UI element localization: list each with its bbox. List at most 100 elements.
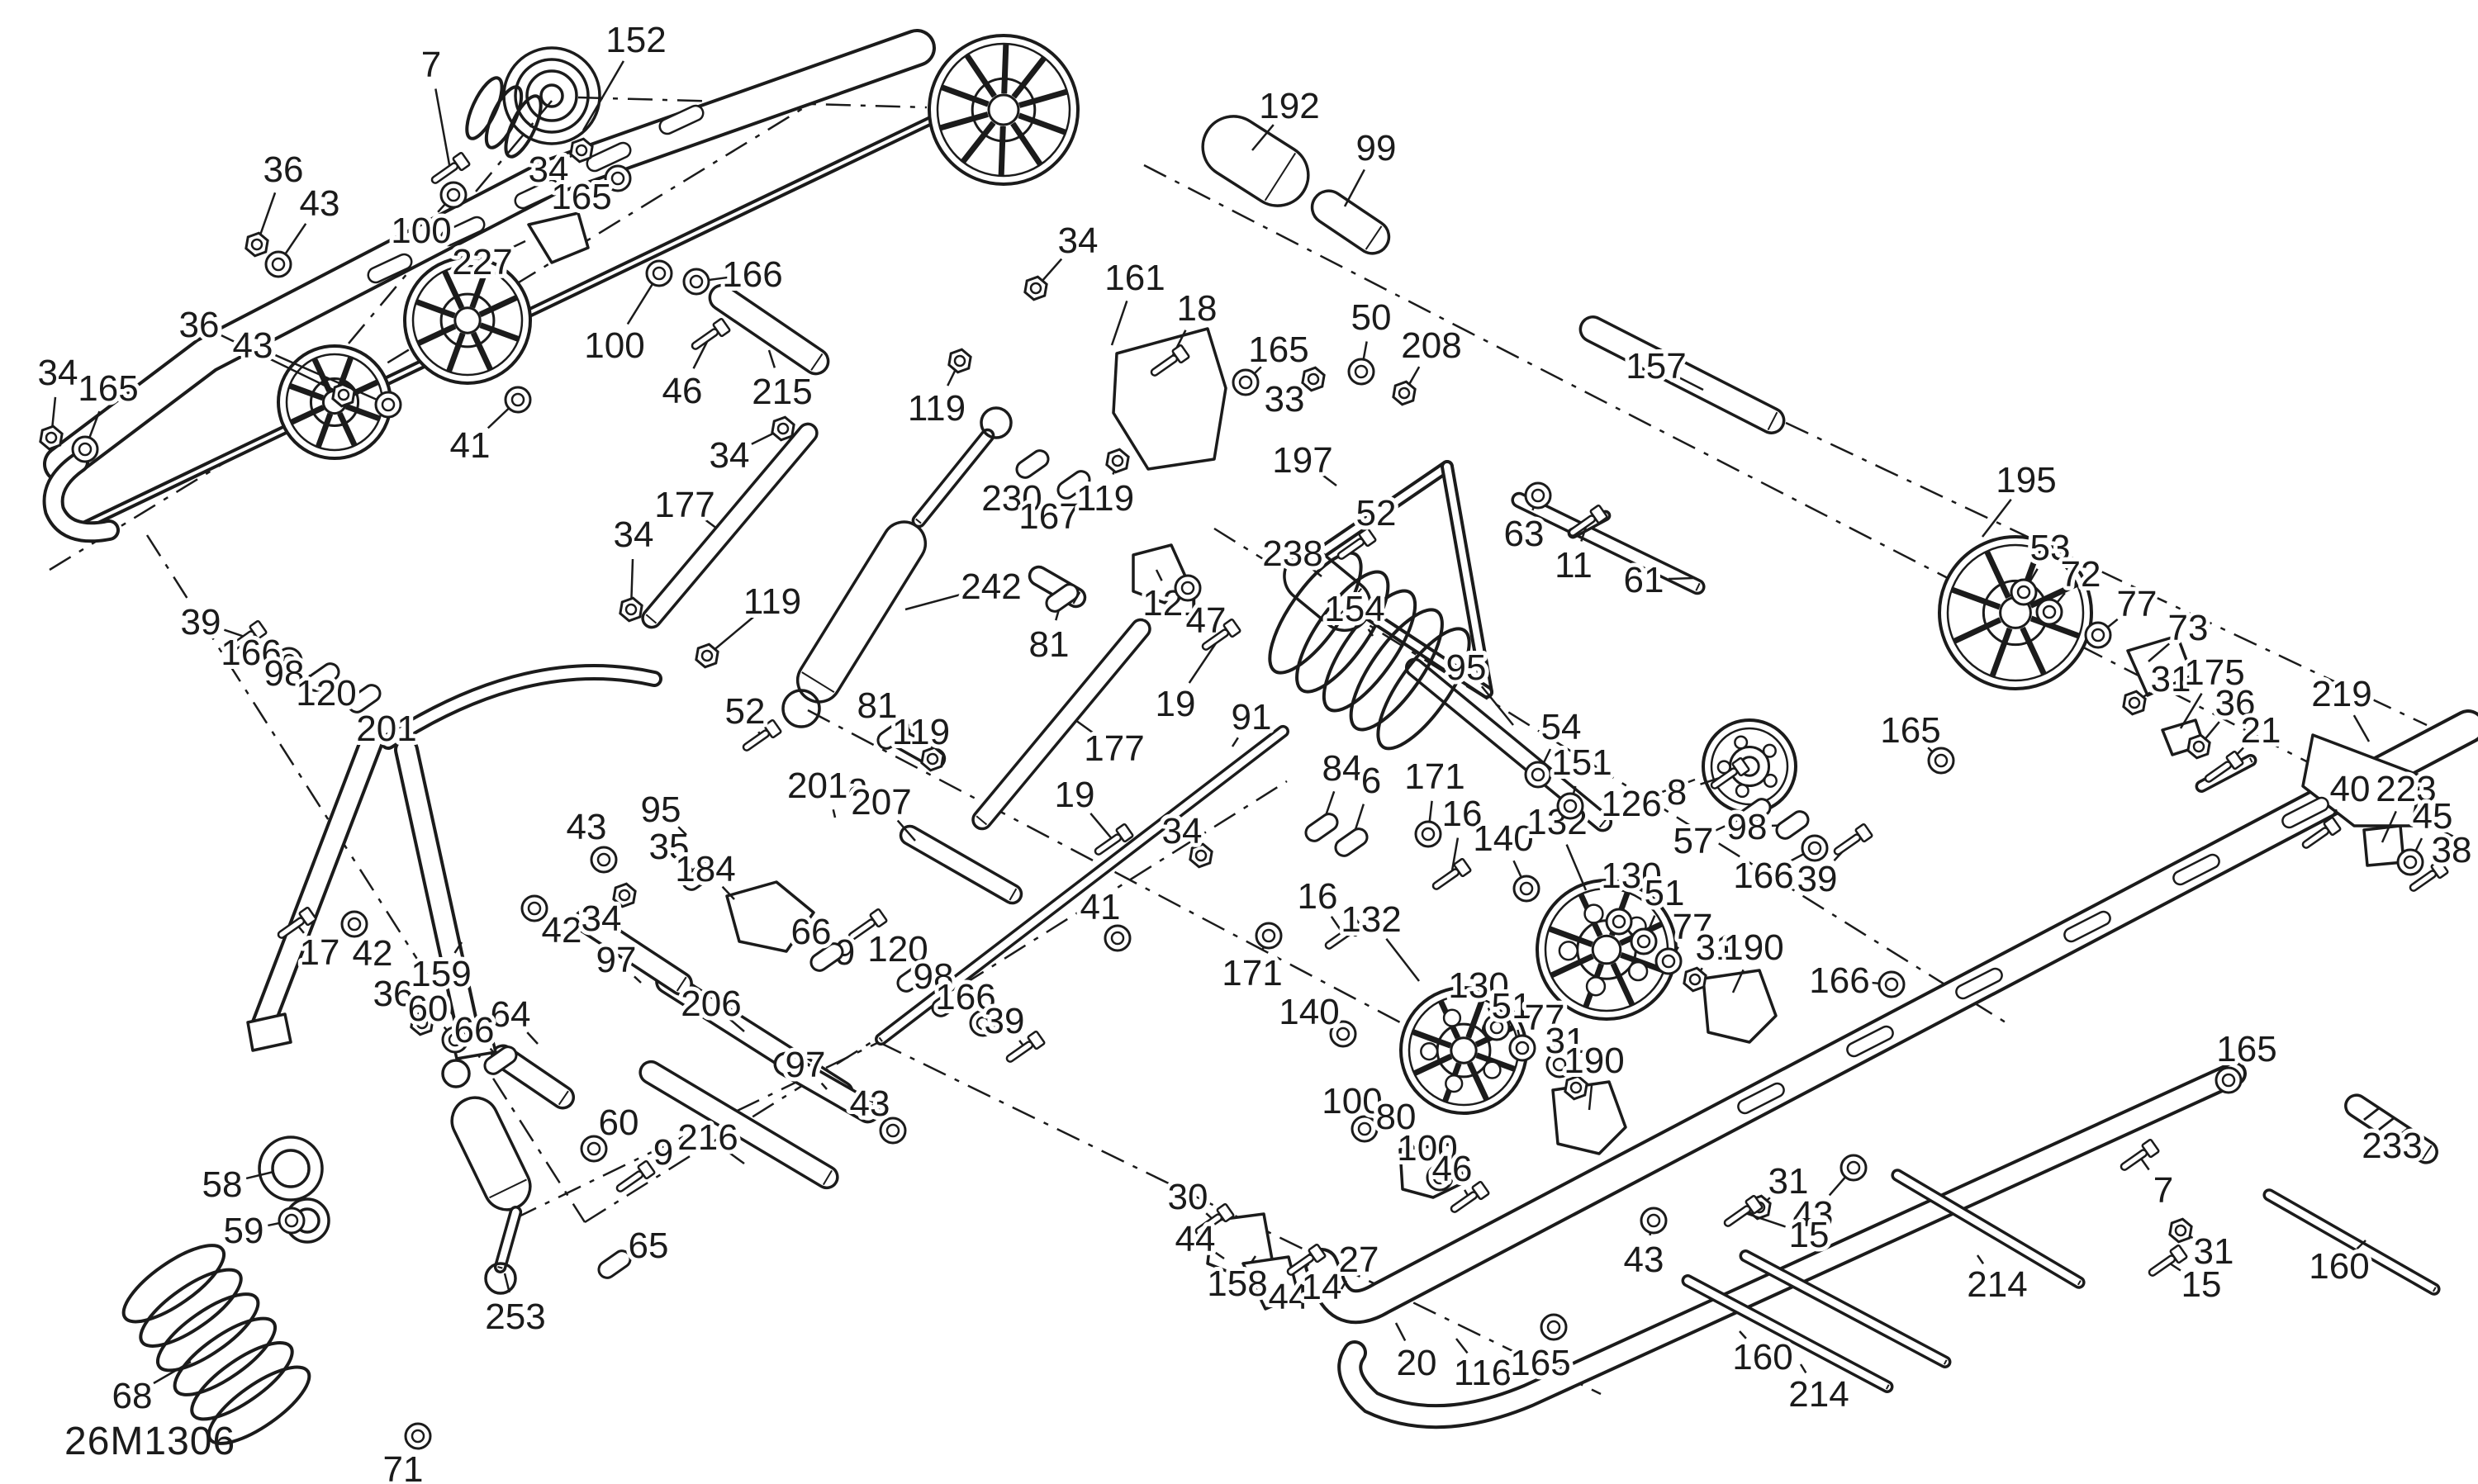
leader-line (1588, 1084, 1593, 1111)
washer-icon (1329, 1020, 1357, 1048)
bolt-icon (1568, 504, 1608, 537)
rail-slot (367, 253, 413, 284)
part-label-120: 120 (867, 929, 928, 970)
bracket-part (2126, 634, 2194, 697)
part-label-33: 33 (1265, 379, 1305, 420)
washer-icon (441, 1026, 469, 1054)
part-label-54: 54 (1541, 707, 1582, 747)
leader-line (1668, 576, 1694, 581)
part-label-95: 95 (641, 789, 681, 830)
washer-icon (645, 259, 673, 287)
nut-icon (1023, 275, 1048, 301)
ring-part (271, 1149, 311, 1188)
part-label-31: 31 (2151, 659, 2191, 699)
leader-line (729, 1018, 745, 1032)
bushing-icon (1334, 827, 1369, 857)
part-label-7: 7 (421, 45, 441, 85)
tube-part (1578, 315, 1786, 434)
part-label-65: 65 (629, 1226, 669, 1266)
leader-line (1367, 628, 1374, 637)
rail-slot (586, 141, 632, 173)
leader-line (2352, 714, 2371, 742)
washer-icon (1414, 820, 1442, 848)
washer-icon (1104, 924, 1132, 952)
part-label-130: 130 (1448, 965, 1508, 1006)
bolt-icon (2204, 750, 2244, 783)
part-label-97: 97 (596, 940, 637, 980)
part-label-43: 43 (1793, 1194, 1834, 1235)
bolt-icon (1094, 823, 1134, 856)
part-label-34: 34 (710, 435, 750, 476)
bolt-icon (430, 151, 471, 184)
rail-fill (383, 667, 659, 747)
part-label-91: 91 (1232, 697, 1272, 737)
washer-icon (590, 846, 618, 874)
leader-line (1407, 1137, 1416, 1149)
bolt-icon (277, 906, 317, 939)
leader-line (2381, 810, 2397, 843)
part-label-165: 165 (78, 368, 138, 409)
part-label-15: 15 (1789, 1215, 1830, 1255)
part-label-190: 190 (1723, 927, 1783, 968)
part-label-39: 39 (985, 1001, 1025, 1041)
part-label-206: 206 (681, 984, 741, 1024)
bushing-icon (347, 684, 382, 714)
leader-line (1343, 168, 1365, 207)
leader-line (1089, 813, 1114, 842)
nut-icon (39, 424, 64, 451)
leader-line (1565, 844, 1588, 891)
part-label-50: 50 (1351, 297, 1392, 338)
part-label-63: 63 (1504, 514, 1545, 554)
part-label-7: 7 (2153, 1170, 2173, 1211)
leader-line (526, 1031, 539, 1045)
part-label-19: 19 (1055, 775, 1095, 815)
ring-part (980, 406, 1013, 439)
washer-icon (1255, 922, 1283, 950)
tube-part (795, 520, 928, 704)
part-label-214: 214 (1967, 1264, 2027, 1305)
bracket-part (2301, 733, 2423, 827)
washer-icon (1540, 1313, 1568, 1341)
washer-icon (682, 268, 710, 296)
tube-part (2262, 1188, 2441, 1296)
guide-line (1143, 164, 1949, 580)
part-label-100: 100 (1322, 1081, 1382, 1121)
part-label-161: 161 (1104, 258, 1165, 298)
part-label-100: 100 (1397, 1128, 1457, 1169)
nut-icon (612, 882, 637, 908)
washer-icon (340, 910, 368, 938)
ring-part (484, 1262, 517, 1295)
part-label-73: 73 (2168, 608, 2209, 648)
leader-line (767, 349, 776, 368)
coil-spring (465, 76, 543, 159)
part-label-190: 190 (1564, 1041, 1624, 1081)
washer-icon (439, 181, 468, 209)
leader-line (274, 353, 389, 406)
washer-icon (2396, 848, 2424, 876)
bolt-icon (1450, 1180, 1490, 1213)
leader-line (453, 941, 463, 954)
rail-slot (2063, 910, 2111, 943)
part-label-165: 165 (1510, 1343, 1570, 1383)
leader-line (1654, 778, 1696, 796)
leader-line (677, 826, 687, 836)
part-label-98: 98 (264, 653, 305, 694)
washer-icon (2215, 1066, 2243, 1094)
part-label-166: 166 (1809, 960, 1869, 1001)
leader-line (904, 591, 968, 611)
washer-icon (2010, 578, 2038, 606)
leader-line (504, 239, 526, 253)
part-label-157: 157 (1626, 346, 1686, 386)
nut-icon (619, 596, 643, 623)
part-label-31: 31 (1768, 1161, 1809, 1202)
bolt-icon (615, 1159, 656, 1192)
part-label-227: 227 (452, 242, 512, 282)
bracket-part (1241, 1255, 1300, 1311)
hatch-line (2378, 1117, 2395, 1131)
bushing-icon (1304, 813, 1339, 842)
bracket-part (725, 880, 815, 953)
part-label-126: 126 (1601, 784, 1661, 824)
bracket-part (1702, 969, 1778, 1044)
part-label-140: 140 (1279, 992, 1339, 1032)
part-label-207: 207 (851, 782, 911, 823)
